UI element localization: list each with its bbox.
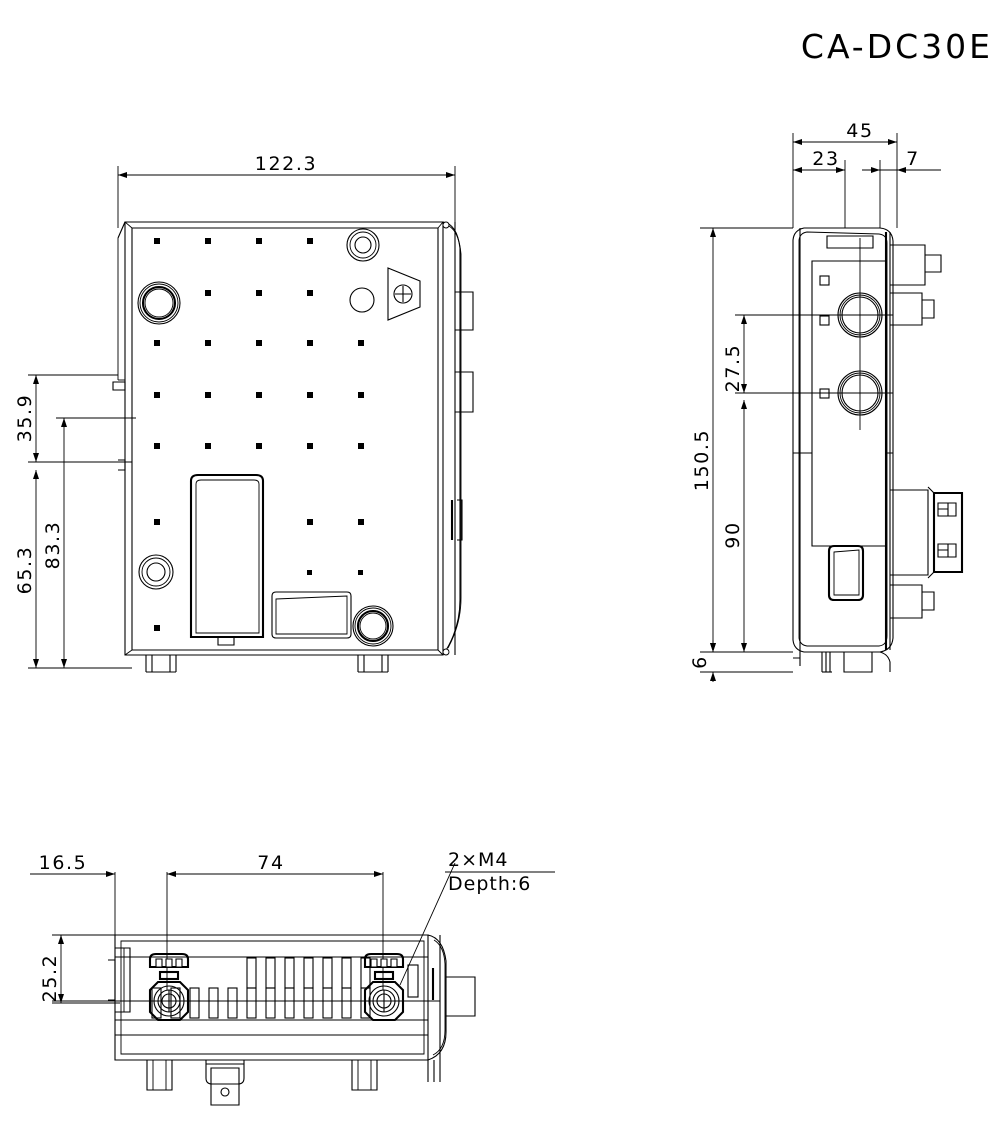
dimension-side-vertical: 150.5 27.5 90 6 <box>689 227 815 682</box>
dimension-side-depth-45: 45 <box>792 120 898 228</box>
battery-cover-panel <box>189 473 265 646</box>
dimension-bottom-16-5: 16.5 <box>30 852 116 935</box>
connector-boss-upper-left <box>137 281 181 325</box>
dimension-label-150-5: 150.5 <box>691 429 713 491</box>
dimension-label-65-3: 65.3 <box>14 546 36 595</box>
side-view: 45 23 7 <box>689 120 964 682</box>
dimension-label-23: 23 <box>812 148 839 170</box>
display-window <box>827 544 865 602</box>
bottom-feet <box>146 1060 441 1106</box>
dimension-label-83-3: 83.3 <box>42 521 64 570</box>
dimension-label-45: 45 <box>846 120 873 142</box>
vent-slot-row-upper <box>246 957 371 989</box>
dimension-side-depth-7: 7 <box>862 148 941 228</box>
dimension-side-depth-23: 23 <box>793 148 846 228</box>
dimension-label-122-3: 122.3 <box>255 153 317 175</box>
drawing-title: CA-DC30E <box>801 27 993 66</box>
dimension-bottom-25-2: 25.2 <box>39 934 120 1004</box>
connector-boss-lower-right <box>352 605 394 647</box>
dimension-label-27-5: 27.5 <box>722 344 744 393</box>
callout-line-2: Depth:6 <box>448 873 531 895</box>
phillips-screw-bracket <box>387 267 421 321</box>
front-feet <box>145 655 389 673</box>
dimension-label-35-9: 35.9 <box>14 394 36 443</box>
dimension-label-6: 6 <box>689 655 711 669</box>
label-panel <box>271 591 352 639</box>
vent-slot-row-lower <box>151 987 371 1019</box>
front-view: 122.3 <box>14 153 474 673</box>
dimension-label-25-2: 25.2 <box>39 954 61 1003</box>
screw-boss-top-right <box>346 228 380 262</box>
dimension-label-90: 90 <box>722 521 744 548</box>
front-body-outline <box>117 221 474 656</box>
dimension-label-7: 7 <box>906 148 920 170</box>
side-ports <box>890 244 942 619</box>
dimension-bottom-74: 74 <box>166 852 384 990</box>
connector-boss-lower-left <box>138 554 174 590</box>
callout-line-1: 2×M4 <box>448 849 509 871</box>
dimension-label-74: 74 <box>257 852 284 874</box>
bottom-view: 16.5 74 25.2 2×M4 Depth:6 <box>30 849 555 1106</box>
dimension-front-width: 122.3 <box>117 153 456 228</box>
thread-callout: 2×M4 Depth:6 <box>399 849 555 986</box>
m4-boss-left <box>148 952 190 981</box>
plain-hole <box>349 287 375 313</box>
side-feet <box>793 651 891 673</box>
connector-block <box>890 486 964 579</box>
m4-boss-right <box>363 952 419 998</box>
dot-matrix-texture <box>154 238 364 631</box>
side-body-outline <box>792 227 894 653</box>
front-left-tabs <box>112 381 126 471</box>
dimension-front-vertical: 35.9 65.3 83.3 <box>14 374 136 669</box>
dimension-label-16-5: 16.5 <box>39 852 88 874</box>
